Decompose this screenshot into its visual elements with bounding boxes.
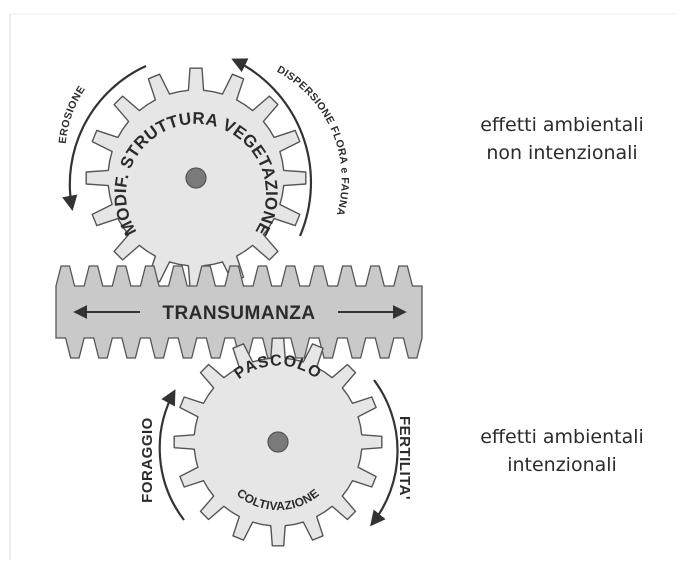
fertilita-arrow [370,379,399,527]
unintentional-effects-line1: effetti ambientali [480,114,644,136]
fertilita-label: FERTILITA' [396,416,413,500]
foraggio-arrow [158,389,185,521]
erosione-label: EROSIONE [57,84,88,145]
rack-label: TRANSUMANZA [162,303,315,324]
intentional-effects-line1: effetti ambientali [480,426,644,448]
foraggio-label: FORAGGIO [139,417,156,503]
erosione-arrow [62,64,147,212]
transumanza-rack [55,265,423,359]
dispersione-arrow [231,58,313,237]
intentional-effects-label: effetti ambientali intenzionali [462,424,662,479]
top-gear-hub [185,167,207,189]
intentional-effects-line2: intenzionali [507,453,617,476]
unintentional-effects-line2: non intenzionali [486,141,638,164]
unintentional-effects-label: effetti ambientali non intenzionali [462,112,662,167]
bottom-gear-hub [267,431,289,453]
